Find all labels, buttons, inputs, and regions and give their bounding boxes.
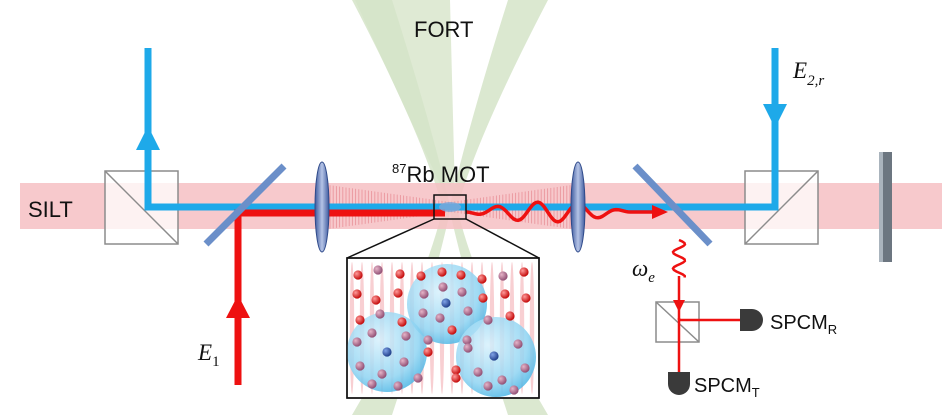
omega-sub: e	[648, 270, 655, 286]
blue-arrow-up	[136, 126, 160, 150]
e1-label: E1	[197, 340, 220, 370]
atom	[437, 267, 447, 277]
atom	[355, 315, 365, 325]
omega-e-label: ωe	[632, 256, 655, 286]
beam-splitter-small	[655, 301, 700, 343]
atom	[353, 270, 363, 280]
atom	[451, 373, 461, 383]
e1-sub: 1	[212, 354, 220, 370]
atom	[498, 271, 508, 281]
atom	[423, 335, 433, 345]
atom	[447, 325, 457, 335]
atom	[519, 267, 529, 277]
mot-label: 87Rb MOT	[392, 161, 490, 187]
atom	[456, 270, 466, 280]
atom	[418, 308, 428, 318]
atom	[375, 309, 385, 319]
e2r-sub: 2,r	[807, 73, 824, 89]
spcm-t-main: SPCM	[694, 375, 752, 397]
spcm-r-sub: R	[828, 322, 837, 337]
atom	[373, 265, 383, 275]
lens-left	[314, 161, 330, 253]
atom	[423, 347, 433, 357]
atom	[451, 365, 461, 375]
silt-label: SILT	[28, 197, 73, 222]
spcm-t-sub: T	[752, 385, 760, 400]
atom	[393, 288, 403, 298]
atom	[371, 295, 381, 305]
mirror-left	[203, 163, 287, 247]
red-arrow-up	[226, 295, 250, 318]
blue-arrow-down	[763, 104, 787, 128]
spcm-t-label: SPCMT	[694, 375, 760, 400]
spcm-r-label: SPCMR	[770, 312, 837, 337]
mot-inset	[346, 257, 540, 399]
atom	[435, 313, 445, 323]
atom	[463, 306, 473, 316]
atom	[477, 274, 487, 284]
atom	[395, 269, 405, 279]
atom	[505, 311, 515, 321]
atom	[367, 328, 377, 338]
mirror-right	[632, 163, 713, 247]
omega-e-wave	[671, 238, 687, 278]
photon-arrowhead	[652, 205, 668, 219]
atom	[473, 367, 483, 377]
atom	[352, 289, 362, 299]
e2r-label: E2,r	[792, 58, 824, 89]
atom	[500, 289, 510, 299]
atom	[438, 282, 448, 292]
detector-spcm-t	[668, 372, 690, 395]
omega-main: ω	[632, 256, 648, 281]
atom	[393, 381, 403, 391]
atom	[509, 385, 519, 395]
atom	[419, 289, 429, 299]
rydberg-atom	[441, 298, 451, 308]
atom	[367, 379, 377, 389]
atom	[377, 369, 387, 379]
atom	[463, 343, 473, 353]
zoom-line-right	[465, 218, 540, 259]
atom	[462, 335, 472, 345]
atom	[520, 363, 530, 373]
atom	[352, 337, 362, 347]
lens-right	[570, 161, 586, 253]
atom	[413, 373, 423, 383]
mot-text: Rb MOT	[406, 162, 489, 187]
atom	[399, 357, 409, 367]
rydberg-atom	[489, 351, 499, 361]
atom	[355, 361, 365, 371]
atom	[416, 271, 426, 281]
mot-superscript: 87	[392, 161, 406, 176]
spcm-r-main: SPCM	[770, 312, 828, 334]
atom	[483, 381, 493, 391]
atom	[478, 293, 488, 303]
fort-label: FORT	[414, 17, 473, 42]
atom	[513, 339, 523, 349]
atom	[397, 317, 407, 327]
e2r-main: E	[792, 58, 807, 83]
zoom-line-left	[346, 218, 435, 259]
atom	[521, 293, 531, 303]
atom	[483, 315, 493, 325]
e1-main: E	[197, 340, 212, 365]
detector-spcm-r	[740, 309, 763, 331]
emitted-photon-wave	[465, 200, 654, 224]
rydberg-atom	[382, 347, 392, 357]
atom	[497, 375, 507, 385]
atom	[401, 331, 411, 341]
mot-box	[433, 194, 467, 220]
atom	[457, 287, 467, 297]
